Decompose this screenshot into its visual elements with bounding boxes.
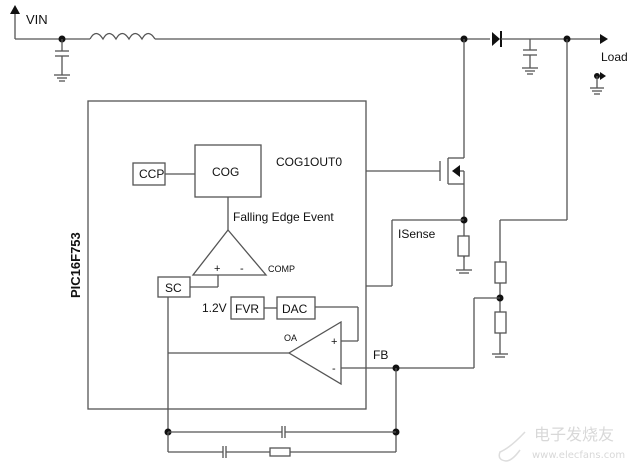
comp-plus: + [214,263,220,275]
fb-label: FB [373,348,388,362]
cog-label: COG [212,165,239,179]
ccp-label: CCP [139,167,164,181]
oa-plus: + [331,336,337,348]
inductor [89,32,490,41]
chip-label: PIC16F753 [68,232,83,298]
sc-label: SC [165,281,182,295]
comp-label: COMP [268,264,295,274]
divider-resistor-bottom [492,307,508,358]
watermark-name: 电子发烧友 [534,425,614,444]
oa-minus: - [332,363,336,375]
dac-block [276,296,316,320]
comp-minus: - [240,263,244,275]
fvr-label: FVR [235,302,259,316]
dac-label: DAC [282,302,308,316]
vref-label: 1.2V [202,301,227,315]
falling-edge-label: Falling Edge Event [233,210,334,224]
watermark: 电子发烧友 www.elecfans.com [498,425,625,462]
vin-source [10,5,90,40]
output-capacitor [522,39,538,75]
sc-block [157,276,191,298]
cog-block [194,144,262,198]
sense-resistor [456,235,472,274]
diode [492,31,600,47]
load-arrow-icon [600,34,608,44]
load-ground [590,72,606,95]
watermark-url: www.elecfans.com [532,450,625,461]
vin-arrow-icon [10,5,20,14]
compensation-network [164,426,400,458]
comparator [191,228,268,276]
op-amp [287,320,342,386]
isense-label: ISense [398,227,436,241]
input-capacitor [54,35,70,82]
vin-label: VIN [26,12,48,27]
oa-label: OA [284,333,297,343]
load-label: Load [601,50,628,64]
cog-out-label: COG1OUT0 [276,155,342,169]
